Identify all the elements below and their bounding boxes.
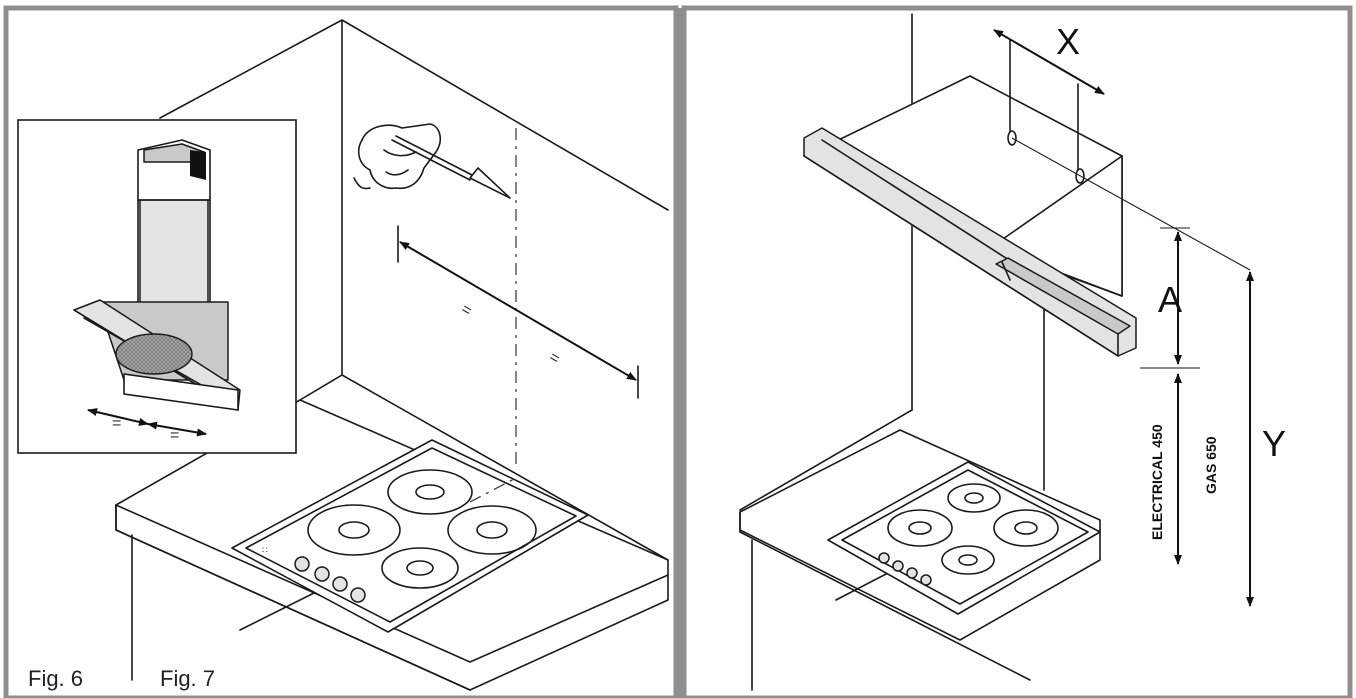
dimension-x: X <box>993 21 1251 271</box>
dimension-x-label: X <box>1056 21 1080 62</box>
inset-equal-mark-left: = <box>112 415 121 432</box>
dimension-y: Y <box>1246 271 1286 607</box>
hob-control-knobs <box>294 556 366 603</box>
wall-dimension-arrow: = = <box>397 225 639 399</box>
figure-7-label: Fig. 7 <box>160 666 215 691</box>
hotplate-front-left <box>307 504 401 556</box>
hob-indicator-marks: ∷ <box>262 545 268 555</box>
hotplate-right-1 <box>947 483 1001 513</box>
hotplate-rear-right <box>447 505 537 555</box>
equal-mark-left: = <box>458 301 475 320</box>
dimension-a-label: A <box>1158 279 1182 320</box>
hob-right <box>827 461 1101 615</box>
hotplate-right-2 <box>887 509 953 547</box>
hand-marking-icon <box>353 123 511 199</box>
hob-right-knobs <box>878 552 932 586</box>
dimension-a: A <box>1140 227 1200 369</box>
hob: ∷ <box>231 439 589 633</box>
electrical-clearance-label: ELECTRICAL 450 <box>1149 424 1165 540</box>
dimension-hob-clearance: ELECTRICAL 450 GAS 650 <box>1149 373 1219 565</box>
hood-body <box>803 75 1137 357</box>
right-panel-frame <box>681 5 1353 698</box>
hotplate-front-right <box>381 547 459 589</box>
gas-clearance-label: GAS 650 <box>1203 436 1219 494</box>
grease-filter <box>115 333 193 375</box>
hotplate-rear-left <box>387 469 473 515</box>
left-panel: ∷ = = <box>3 5 679 698</box>
inset-equal-mark-right: = <box>170 427 179 444</box>
equal-mark-right: = <box>546 349 563 368</box>
inset-hood-detail: = = <box>17 119 297 454</box>
dimension-y-label: Y <box>1262 423 1286 464</box>
hotplate-right-4 <box>941 545 995 575</box>
right-panel: X A ELECTRICAL 450 GAS 650 Y <box>681 5 1353 698</box>
hotplate-right-3 <box>993 509 1059 547</box>
kitchen-walls <box>159 19 669 561</box>
figure-6-label: Fig. 6 <box>28 666 83 691</box>
